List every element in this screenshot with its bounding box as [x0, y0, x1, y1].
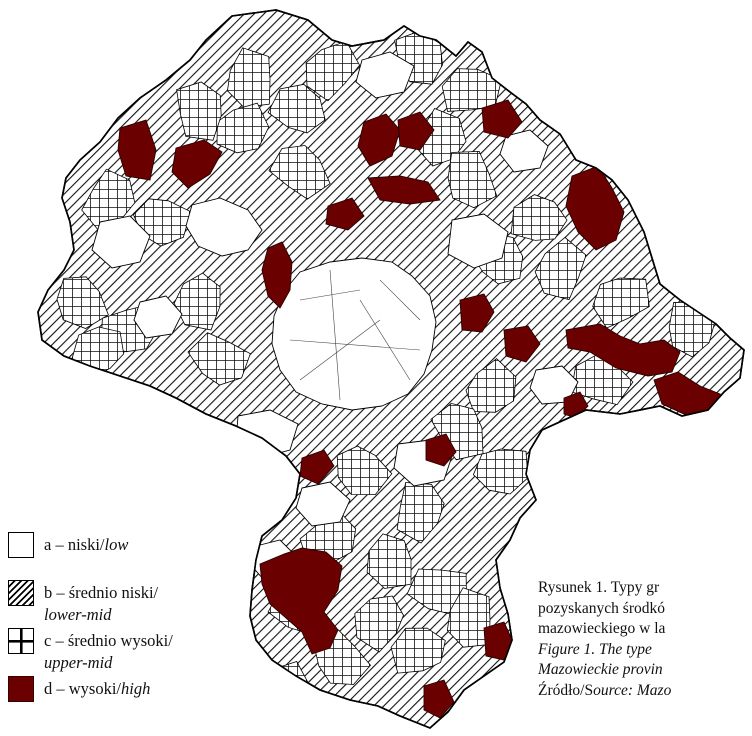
- region-upper-mid: [81, 168, 136, 232]
- region-high: [565, 323, 681, 377]
- region-low: [185, 197, 263, 257]
- region-upper-mid: [173, 272, 221, 331]
- legend-label-upper-mid: c – średnio wysoki/upper-mid: [44, 631, 173, 672]
- region-upper-mid: [510, 194, 568, 241]
- legend-item-low: a – niski/low: [8, 532, 128, 558]
- region-high: [261, 241, 293, 309]
- caption-line-3: mazowieckiego w la: [538, 620, 666, 637]
- region-upper-mid: [534, 236, 587, 301]
- region-upper-mid: [354, 595, 404, 653]
- legend-item-high: d – wysoki/high: [8, 676, 150, 702]
- region-high: [171, 139, 223, 189]
- region-high: [299, 449, 335, 485]
- region-low: [271, 257, 437, 411]
- region-high: [259, 547, 343, 655]
- municipality-border: [359, 299, 411, 381]
- region-low: [499, 129, 549, 173]
- region-upper-mid: [465, 358, 517, 413]
- region-upper-mid: [366, 533, 412, 589]
- region-high: [367, 175, 441, 205]
- region-low: [91, 215, 151, 269]
- legend-label-low: a – niski/low: [44, 535, 129, 554]
- region-high: [503, 325, 541, 363]
- region-low: [295, 481, 351, 527]
- region-low: [133, 295, 183, 339]
- region-high: [425, 433, 457, 467]
- municipality-border: [299, 319, 381, 381]
- region-high: [325, 197, 365, 231]
- caption-line-2: pozyskanych środkó: [538, 599, 665, 617]
- region-high: [481, 99, 523, 139]
- legend-item-upper-mid: c – średnio wysoki/upper-mid: [8, 628, 173, 674]
- municipality-border: [289, 339, 421, 351]
- region-upper-mid: [267, 83, 326, 134]
- region-high: [397, 111, 435, 151]
- municipality-border: [329, 269, 341, 401]
- region-upper-mid: [406, 568, 467, 614]
- caption-line-4: Figure 1. The type: [538, 640, 652, 658]
- region-high: [357, 113, 401, 167]
- region-high: [423, 679, 455, 719]
- region-upper-mid: [390, 627, 446, 674]
- region-upper-mid: [336, 445, 393, 496]
- region-upper-mid: [56, 276, 109, 329]
- region-upper-mid: [255, 661, 311, 722]
- municipality-border: [299, 289, 361, 301]
- region-upper-mid: [441, 68, 502, 112]
- region-upper-mid: [268, 145, 331, 200]
- figure-caption: Rysunek 1. Typy gr pozyskanych środkó ma…: [538, 578, 752, 701]
- region-upper-mid: [227, 47, 271, 108]
- region-upper-mid: [430, 402, 484, 461]
- legend-item-lower-mid: b – średnio niski/lower-mid: [8, 580, 158, 626]
- legend-label-lower-mid: b – średnio niski/lower-mid: [44, 583, 159, 624]
- region-upper-mid: [447, 150, 498, 209]
- map-regions: [56, 30, 729, 722]
- legend-label-high: d – wysoki/high: [44, 679, 151, 698]
- municipality-border: [379, 279, 421, 321]
- region-upper-mid: [305, 40, 361, 102]
- legend-swatch-upper-mid: [8, 628, 34, 654]
- region-upper-mid: [187, 332, 251, 386]
- caption-line-1: Rysunek 1. Typy gr: [538, 579, 660, 596]
- region-upper-mid: [176, 81, 222, 141]
- caption-line-5: Mazowieckie provin: [538, 661, 663, 678]
- legend-swatch-high: [8, 676, 34, 702]
- region-low: [447, 213, 509, 269]
- legend-swatch-low: [8, 532, 34, 558]
- caption-line-6: Źródło/Source: Mazo: [538, 681, 672, 699]
- region-high: [459, 293, 495, 333]
- legend-swatch-lower-mid: [8, 580, 34, 606]
- region-upper-mid: [592, 277, 650, 329]
- region-high: [117, 119, 157, 181]
- region-upper-mid: [446, 587, 491, 648]
- region-low: [355, 51, 415, 99]
